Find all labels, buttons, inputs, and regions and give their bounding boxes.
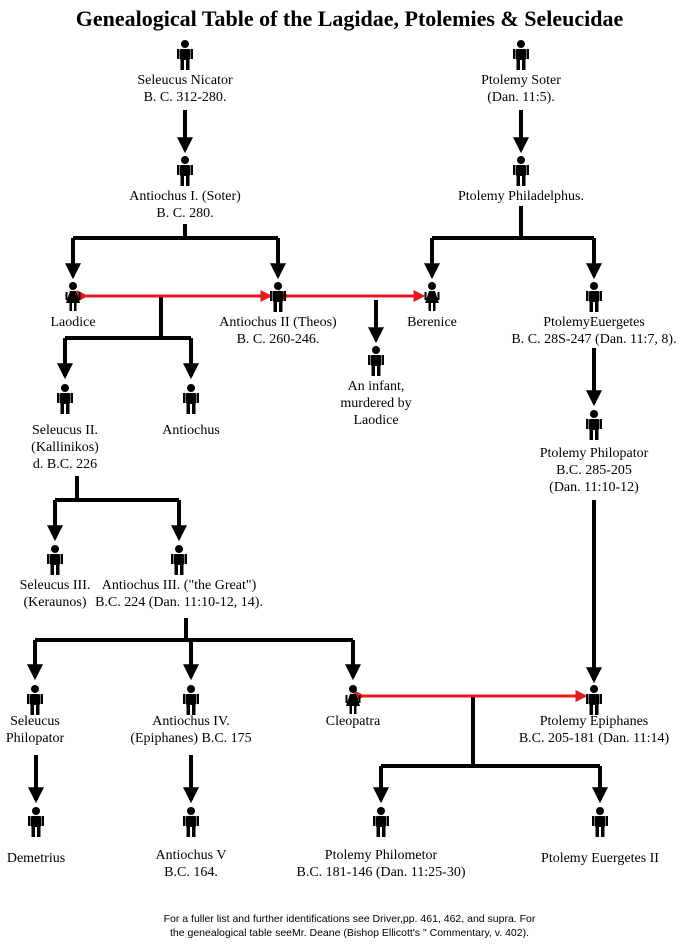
- label-line: Laodice: [50, 315, 96, 330]
- ptolemy-euergetes-label: PtolemyEuergetes B. C. 28S-247 (Dan. 11:7…: [511, 314, 676, 348]
- label-line: (Dan. 11:5).: [487, 90, 555, 105]
- footnote: For a fuller list and further identifica…: [0, 912, 699, 940]
- ptolemy-euergetes-ii-person-icon: [592, 807, 608, 837]
- label-line: B. C. 260-246.: [236, 332, 320, 347]
- label-line: Seleucus: [10, 714, 60, 729]
- label-line: B.C. 285-205: [556, 463, 632, 478]
- label-line: (Epiphanes) B.C. 175: [130, 731, 252, 746]
- berenice-label: Berenice: [407, 314, 457, 331]
- seleucus-iii-person-icon: [47, 545, 63, 575]
- ptolemy-philadelphus-person-icon: [513, 156, 529, 186]
- antiochus-iv-person-icon: [183, 685, 199, 715]
- ptolemy-epiphanes-person-icon: [586, 685, 602, 715]
- label-line: Antiochus: [162, 423, 220, 438]
- footnote-line-1: For a fuller list and further identifica…: [163, 913, 536, 925]
- diagram-title: Genealogical Table of the Lagidae, Ptole…: [75, 6, 624, 31]
- label-line: (Keraunos): [23, 595, 87, 610]
- label-line: (Kallinikos): [31, 440, 99, 455]
- label-line: Antiochus IV.: [152, 714, 230, 729]
- label-line: B. C. 312-280.: [143, 90, 227, 105]
- label-line: Antiochus II (Theos): [219, 315, 337, 330]
- demetrius-person-icon: [28, 807, 44, 837]
- ptolemy-euergetes-ii-label: Ptolemy Euergetes II: [541, 850, 659, 867]
- label-line: B. C. 280.: [156, 206, 214, 221]
- label-line: B.C. 181-146 (Dan. 11:25-30): [296, 865, 466, 880]
- label-line: PtolemyEuergetes: [543, 315, 645, 330]
- berenice-person-icon: [424, 282, 440, 311]
- ptolemy-philometor-person-icon: [373, 807, 389, 837]
- label-line: d. B.C. 226: [32, 457, 98, 472]
- label-line: An infant,: [347, 379, 405, 394]
- label-line: Antiochus III. ("the Great"): [101, 578, 257, 593]
- label-line: Ptolemy Epiphanes: [539, 714, 649, 729]
- antiochus-i-label: Antiochus I. (Soter) B. C. 280.: [129, 188, 241, 222]
- ptolemy-philopator-person-icon: [586, 410, 602, 440]
- antiochus-iii-person-icon: [171, 545, 187, 575]
- antiochus-v-person-icon: [183, 807, 199, 837]
- seleucus-ii-person-icon: [57, 384, 73, 414]
- label-line: Berenice: [407, 315, 457, 330]
- label-line: Ptolemy Euergetes II: [541, 851, 659, 866]
- label-line: Antiochus I. (Soter): [129, 189, 241, 204]
- seleucus-ii-label: Seleucus II. (Kallinikos) d. B.C. 226: [31, 422, 99, 473]
- antiochus-v-label: Antiochus V B.C. 164.: [156, 847, 227, 881]
- label-line: B.C. 205-181 (Dan. 11:14): [518, 731, 670, 746]
- label-line: B.C. 224 (Dan. 11:10-12, 14).: [95, 595, 263, 610]
- label-line: Ptolemy Philadelphus.: [458, 189, 584, 204]
- label-line: B. C. 28S-247 (Dan. 11:7, 8).: [511, 332, 677, 347]
- label-line: Ptolemy Soter: [481, 73, 561, 88]
- label-line: Ptolemy Philopator: [539, 446, 649, 461]
- ptolemy-philadelphus-label: Ptolemy Philadelphus.: [458, 188, 584, 205]
- antiochus-iii-label: Antiochus III. ("the Great") B.C. 224 (Da…: [95, 577, 263, 611]
- antiochus-ii-person-icon: [270, 282, 286, 312]
- label-line: Antiochus V: [155, 848, 227, 863]
- antiochus-ii-label: Antiochus II (Theos) B. C. 260-246.: [219, 314, 336, 348]
- infant-label: An infant, murdered by Laodice: [340, 378, 411, 429]
- label-line: Laodice: [353, 413, 399, 428]
- footnote-line-2: the genealogical table seeMr. Deane (Bis…: [169, 927, 530, 939]
- label-line: Philopator: [5, 731, 65, 746]
- person-figures: [27, 40, 608, 837]
- label-line: B.C. 164.: [164, 865, 218, 880]
- seleucus-nicator-person-icon: [177, 40, 193, 70]
- laodice-label: Laodice: [50, 314, 95, 331]
- antiochus-i-person-icon: [177, 156, 193, 186]
- seleucus-philopator-person-icon: [27, 685, 43, 715]
- label-line: Ptolemy Philometor: [324, 848, 438, 863]
- label-line: Demetrius: [6, 851, 66, 866]
- demetrius-label: Demetrius: [7, 850, 65, 867]
- label-line: (Dan. 11:10-12): [549, 480, 639, 495]
- infant-person-icon: [368, 346, 384, 376]
- connector-lines: [27, 110, 608, 804]
- label-line: Seleucus III.: [19, 578, 91, 593]
- antiochus-iv-label: Antiochus IV. (Epiphanes) B.C. 175: [130, 713, 251, 747]
- seleucus-iii-label: Seleucus III. (Keraunos): [20, 577, 91, 611]
- label-line: Seleucus II.: [31, 423, 99, 438]
- seleucus-nicator-label: Seleucus Nicator B. C. 312-280.: [137, 72, 232, 106]
- cleopatra-person-icon: [345, 685, 361, 714]
- ptolemy-soter-person-icon: [513, 40, 529, 70]
- ptolemy-euergetes-person-icon: [586, 282, 602, 312]
- laodice-person-icon: [65, 282, 81, 311]
- antiochus-person-icon: [183, 384, 199, 414]
- label-line: Cleopatra: [325, 714, 381, 729]
- ptolemy-soter-label: Ptolemy Soter (Dan. 11:5).: [481, 72, 561, 106]
- cleopatra-label: Cleopatra: [326, 713, 380, 730]
- label-line: murdered by: [340, 396, 412, 411]
- antiochus-label: Antiochus: [162, 422, 220, 439]
- label-line: Seleucus Nicator: [137, 73, 233, 88]
